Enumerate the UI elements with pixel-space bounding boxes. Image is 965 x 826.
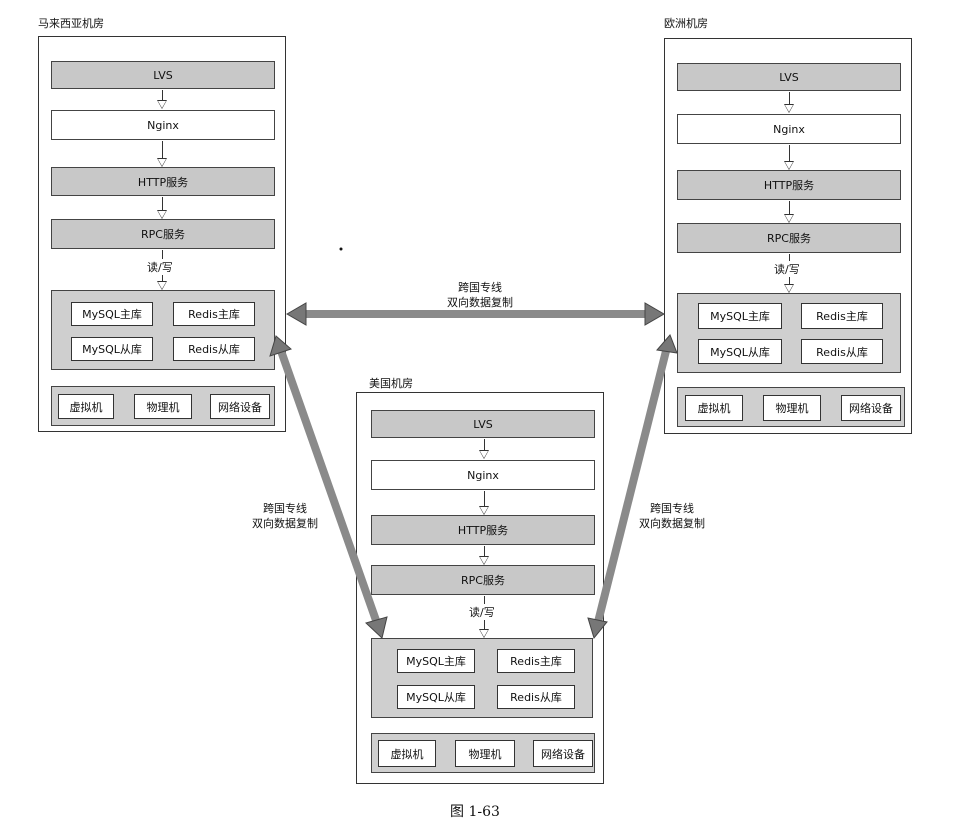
europe-vm: 虚拟机 xyxy=(685,395,743,421)
usa-http-service: HTTP服务 xyxy=(371,515,595,545)
usa-title: 美国机房 xyxy=(369,377,413,390)
usa-lvs: LVS xyxy=(371,410,595,438)
malaysia-mysql-master: MySQL主库 xyxy=(71,302,153,326)
malaysia-title: 马来西亚机房 xyxy=(38,17,104,30)
link-top-label: 跨国专线 双向数据复制 xyxy=(440,280,520,310)
usa-datacenter: LVS Nginx HTTP服务 RPC服务 读/写 MySQL主库 Redis… xyxy=(356,392,604,784)
europe-read-write: 读/写 xyxy=(772,261,802,277)
link-right-arrow xyxy=(587,334,678,640)
link-left-arrow xyxy=(269,335,388,639)
malaysia-mysql-slave: MySQL从库 xyxy=(71,337,153,361)
arrow-icon xyxy=(479,491,489,515)
usa-physical: 物理机 xyxy=(455,740,515,767)
malaysia-network: 网络设备 xyxy=(210,394,270,419)
arrow-icon xyxy=(479,546,489,565)
usa-redis-slave: Redis从库 xyxy=(497,685,575,709)
malaysia-rpc-service: RPC服务 xyxy=(51,219,275,249)
malaysia-lvs: LVS xyxy=(51,61,275,89)
stray-dot xyxy=(339,247,343,251)
malaysia-physical: 物理机 xyxy=(134,394,192,419)
link-right-line2: 双向数据复制 xyxy=(639,517,705,530)
malaysia-redis-master: Redis主库 xyxy=(173,302,255,326)
usa-mysql-master: MySQL主库 xyxy=(397,649,475,673)
usa-vm: 虚拟机 xyxy=(378,740,436,767)
europe-storage-group: MySQL主库 Redis主库 MySQL从库 Redis从库 xyxy=(677,293,901,373)
europe-physical: 物理机 xyxy=(763,395,821,421)
malaysia-redis-slave: Redis从库 xyxy=(173,337,255,361)
link-left-line2: 双向数据复制 xyxy=(252,517,318,530)
arrow-icon xyxy=(784,145,794,170)
link-right-line1: 跨国专线 xyxy=(650,502,694,515)
link-left-label: 跨国专线 双向数据复制 xyxy=(245,501,325,531)
usa-rpc-service: RPC服务 xyxy=(371,565,595,595)
europe-rpc-service: RPC服务 xyxy=(677,223,901,253)
arrow-icon xyxy=(784,92,794,113)
europe-datacenter: LVS Nginx HTTP服务 RPC服务 读/写 MySQL主库 Redis… xyxy=(664,38,912,434)
usa-mysql-slave: MySQL从库 xyxy=(397,685,475,709)
malaysia-nginx: Nginx xyxy=(51,110,275,140)
arrow-icon xyxy=(479,439,489,459)
europe-network: 网络设备 xyxy=(841,395,901,421)
usa-nginx: Nginx xyxy=(371,460,595,490)
europe-infra-group: 虚拟机 物理机 网络设备 xyxy=(677,387,905,427)
europe-mysql-slave: MySQL从库 xyxy=(698,339,782,364)
arrow-icon xyxy=(784,201,794,223)
usa-network: 网络设备 xyxy=(533,740,593,767)
link-right-label: 跨国专线 双向数据复制 xyxy=(632,501,712,531)
europe-lvs: LVS xyxy=(677,63,901,91)
malaysia-storage-group: MySQL主库 Redis主库 MySQL从库 Redis从库 xyxy=(51,290,275,370)
europe-mysql-master: MySQL主库 xyxy=(698,303,782,329)
europe-redis-slave: Redis从库 xyxy=(801,339,883,364)
europe-http-service: HTTP服务 xyxy=(677,170,901,200)
usa-infra-group: 虚拟机 物理机 网络设备 xyxy=(371,733,595,773)
malaysia-vm: 虚拟机 xyxy=(58,394,114,419)
europe-redis-master: Redis主库 xyxy=(801,303,883,329)
malaysia-infra-group: 虚拟机 物理机 网络设备 xyxy=(51,386,275,426)
link-top-line1: 跨国专线 xyxy=(458,281,502,294)
link-top-line2: 双向数据复制 xyxy=(447,296,513,309)
usa-storage-group: MySQL主库 Redis主库 MySQL从库 Redis从库 xyxy=(371,638,593,718)
arrow-icon xyxy=(157,90,167,109)
malaysia-datacenter: LVS Nginx HTTP服务 RPC服务 读/写 MySQL主库 Redis… xyxy=(38,36,286,432)
link-left-line1: 跨国专线 xyxy=(263,502,307,515)
arrow-icon xyxy=(157,141,167,167)
usa-read-write: 读/写 xyxy=(467,604,497,620)
arrow-icon xyxy=(157,197,167,219)
malaysia-http-service: HTTP服务 xyxy=(51,167,275,196)
europe-nginx: Nginx xyxy=(677,114,901,144)
link-top-arrow xyxy=(286,302,665,326)
europe-title: 欧洲机房 xyxy=(664,17,708,30)
usa-redis-master: Redis主库 xyxy=(497,649,575,673)
malaysia-read-write: 读/写 xyxy=(145,259,175,275)
figure-caption: 图 1-63 xyxy=(450,804,500,820)
